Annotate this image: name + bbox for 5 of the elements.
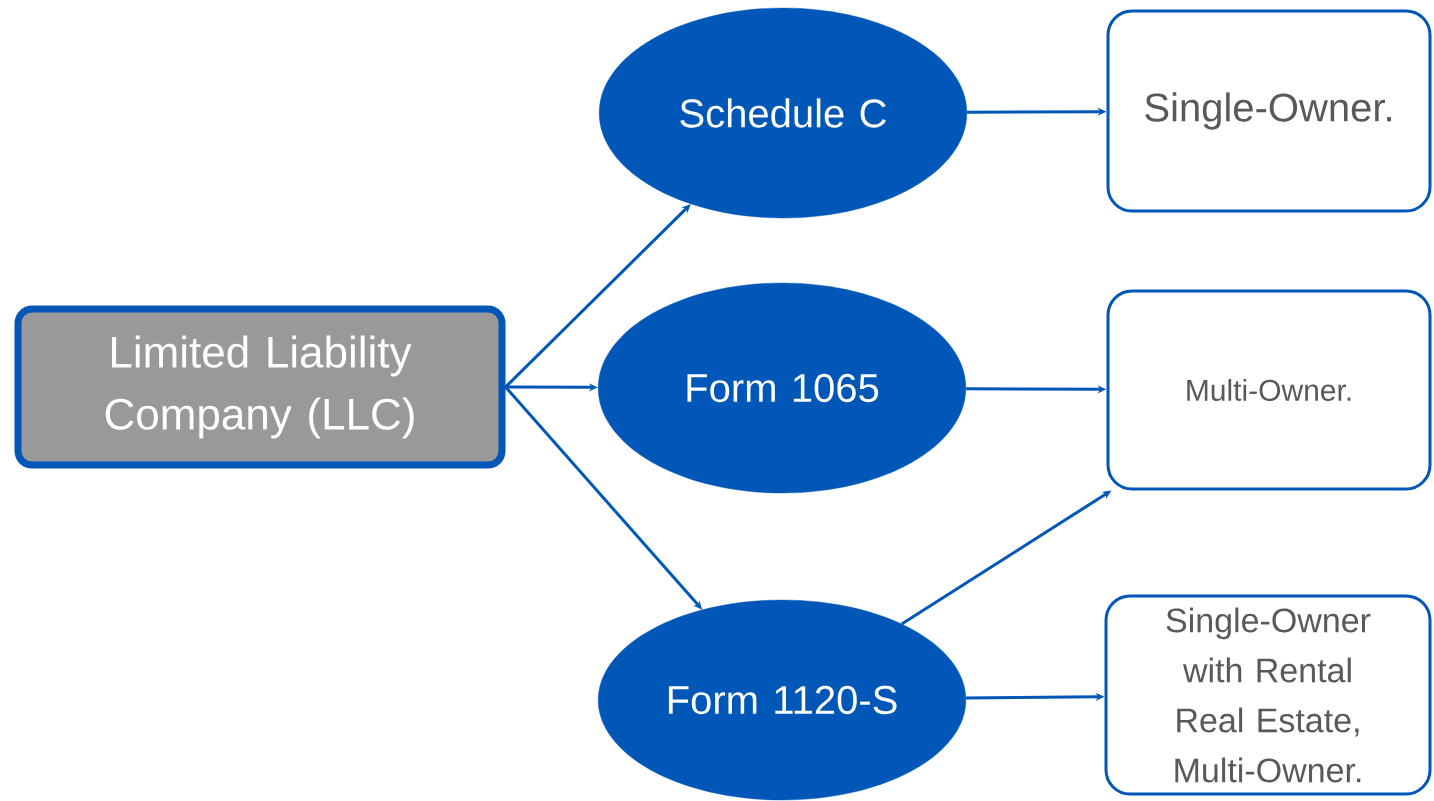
company-box: Limited Liability Company (LLC) xyxy=(14,305,506,469)
owner-box: Single-Owner. xyxy=(1106,9,1432,213)
owner-box: Single-Owner with Rental Real Estate, Multi-Owner. xyxy=(1104,594,1432,796)
arrow xyxy=(504,204,691,389)
owner-box: Multi-Owner. xyxy=(1106,289,1432,491)
